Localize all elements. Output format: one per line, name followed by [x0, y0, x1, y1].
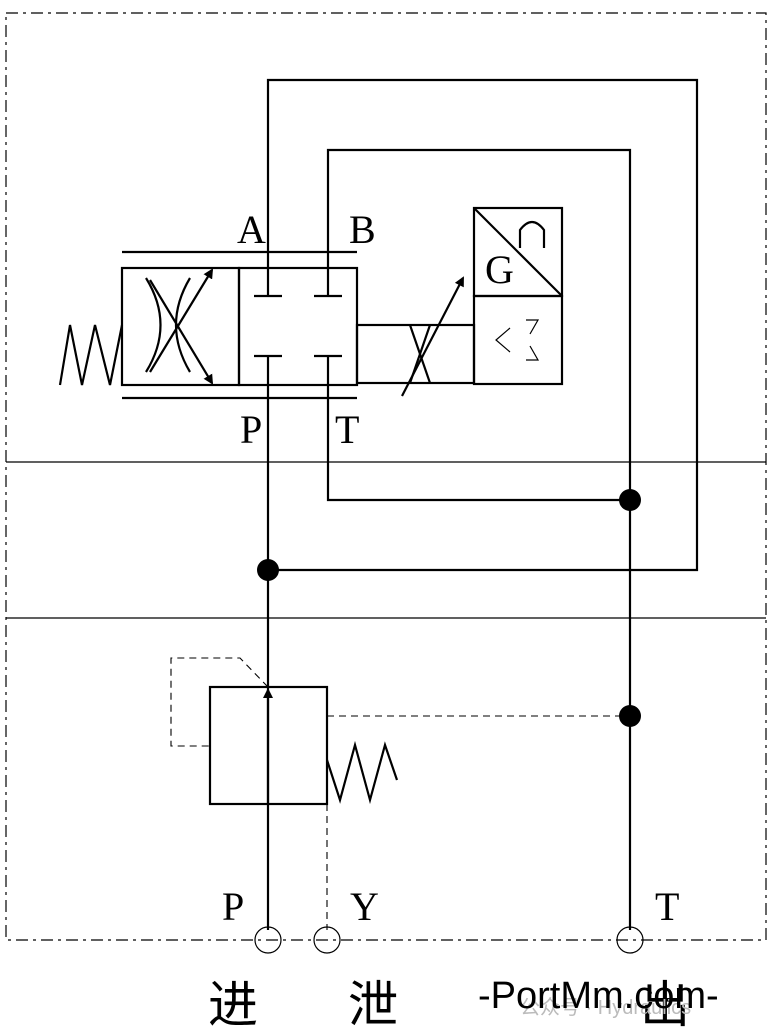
caption-inlet: 进	[208, 976, 258, 1034]
port-circle-t	[616, 926, 644, 954]
proportional-solenoid	[355, 206, 564, 397]
junction-dot-p	[257, 559, 279, 581]
valve-spring	[58, 324, 124, 386]
valve-envelope-center	[237, 266, 359, 387]
junction-dot-t-upper	[619, 489, 641, 511]
watermark-faint: 公众号 · Hydraulics	[520, 996, 691, 1019]
port-circle-p	[254, 926, 282, 954]
outer-loop-a	[266, 78, 699, 572]
valve-envelope-left	[120, 266, 241, 387]
pilot-line	[170, 657, 269, 747]
outer-frame	[5, 12, 767, 941]
inner-loop-b	[326, 148, 632, 930]
label-port-t: T	[655, 884, 679, 929]
caption-drain: 泄	[348, 976, 398, 1034]
watermark-text: -PortMm.com-	[478, 975, 719, 1017]
solenoid-lower-box	[472, 294, 564, 386]
label-g: G	[485, 247, 514, 292]
relief-spring	[325, 740, 399, 805]
label-port-a: A	[237, 207, 266, 252]
label-port-b: B	[349, 207, 376, 252]
directional-valve	[58, 250, 359, 400]
coil-icon	[518, 220, 546, 248]
label-port-p: P	[222, 884, 244, 929]
caption-outlet: 出	[640, 976, 690, 1034]
label-port-t-valve: T	[335, 407, 359, 452]
label-port-p-valve: P	[240, 407, 262, 452]
port-circle-y	[313, 926, 341, 954]
label-port-y: Y	[350, 884, 379, 929]
relief-valve	[170, 657, 630, 930]
